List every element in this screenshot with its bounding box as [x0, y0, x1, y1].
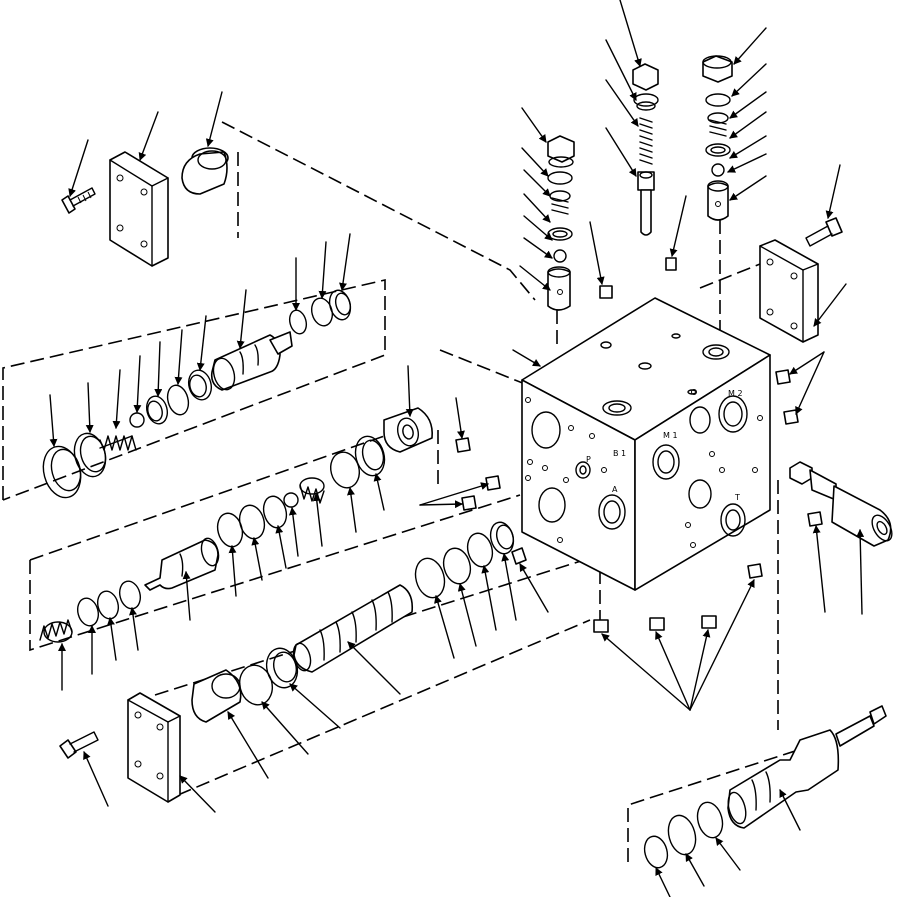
- left-spool-row-1: [42, 289, 352, 499]
- spring-1: [99, 435, 137, 451]
- port-label-a: A: [612, 485, 618, 494]
- top-plug-stack-left: [547, 135, 575, 311]
- right-cover-assembly: [759, 217, 843, 343]
- valve-block: M 1 M 2 B 1 P A T: [521, 297, 771, 591]
- port-label-t: T: [734, 493, 740, 502]
- top-plug-stack-right: [702, 55, 733, 221]
- port-label-p: P: [586, 455, 591, 464]
- left-spool-row-2: [39, 407, 434, 643]
- top-plug-stack-center: [632, 63, 659, 236]
- small-fittings: [455, 257, 823, 633]
- port-label-b1: B 1: [613, 449, 626, 458]
- right-solenoid: [789, 461, 893, 547]
- leader-lines: [49, 0, 865, 897]
- port-label-m2: M 2: [728, 389, 743, 398]
- bottom-right-relief-valve: [643, 705, 887, 869]
- top-left-cover-assembly: [61, 147, 229, 267]
- spring-3: [299, 477, 325, 504]
- port-label-m1: M 1: [663, 431, 678, 440]
- spring-2: [39, 619, 73, 643]
- lower-spool-row: [59, 521, 527, 803]
